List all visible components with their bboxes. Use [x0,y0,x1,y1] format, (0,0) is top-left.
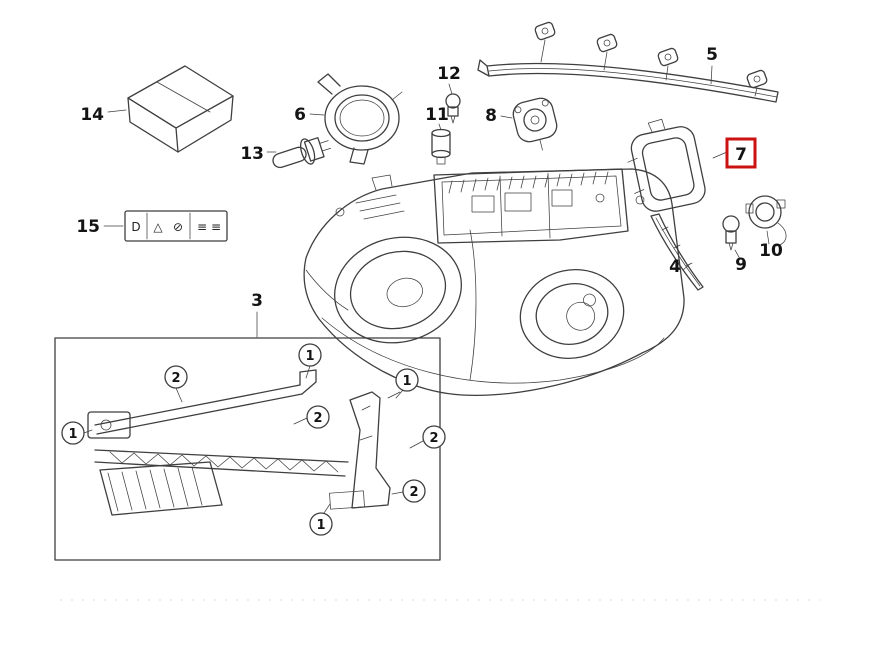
callout-2: 2 [391,479,426,503]
leader-10 [766,230,770,245]
part-4-trim-strip [650,213,704,291]
callout-1: 1 [309,503,333,536]
part-label-10: 10 [759,241,783,261]
leader-7 [712,151,728,159]
leader-12 [448,83,453,95]
leader-5 [710,65,713,85]
callout-1: 1 [298,343,322,379]
part-15-safety-label: D △ ⊘ ≡ ≡ [103,210,228,242]
part-14-package [107,65,234,153]
part-13-bulb [272,137,332,169]
projector-lens-large [333,236,463,344]
callout-number: 2 [313,411,322,426]
part-11-socket-sleeve [431,123,451,165]
callout-number: 2 [171,371,180,386]
strip-tab [534,21,556,63]
part-label-15: 15 [76,217,100,237]
part-label-11: 11 [425,105,449,125]
callout-number: 1 [316,518,325,533]
part-6-ring [317,73,403,165]
callout-1: 1 [61,421,93,445]
prohibition-icon: ⊘ [173,220,183,234]
callout-2: 2 [293,405,330,429]
highlight-7: 7 [712,137,757,169]
strip-tab [746,69,768,97]
callout-number: 1 [305,349,314,364]
label-symbol-d: D [131,220,140,234]
part-label-9: 9 [735,255,747,275]
part-label-12: 12 [437,64,461,84]
leader-9 [734,249,741,260]
part-8-adjuster [512,97,558,151]
callout-1: 1 [395,368,419,399]
part-9-bulb [722,215,741,260]
callout-2: 2 [409,425,446,449]
leader-8 [500,115,513,119]
warning-triangle-icon: △ [153,220,163,234]
part-12-bulb [445,83,461,124]
strip-tab [596,33,618,71]
part-label-3: 3 [251,291,263,311]
leader-14 [107,109,127,113]
leader-4 [682,263,691,271]
part-7-frame [627,118,706,212]
part-label-14: 14 [80,105,104,125]
text-lines-icon: ≡ [197,220,207,234]
bracket-drawing [87,369,401,516]
part-10-socket [745,195,787,247]
callout-number: 2 [409,485,418,500]
text-lines-icon: ≡ [211,220,221,234]
part-label-5: 5 [706,45,718,65]
part-label-4: 4 [669,257,681,277]
callout-number: 1 [68,427,77,442]
callout-2: 2 [164,365,188,403]
part-label-7: 7 [735,145,747,165]
headlight-assembly [303,168,685,396]
strip-tab [657,47,679,81]
projector-lens-small [519,268,625,360]
callout-number: 2 [429,431,438,446]
part-label-13: 13 [240,144,264,164]
highlight-box-7 [725,137,757,169]
part-5-gasket-strip [477,21,779,103]
callout-number: 1 [402,374,411,389]
part-label-8: 8 [485,106,497,126]
part-label-6: 6 [294,105,306,125]
part-3-bracket-box: 1 2 1 2 1 2 2 [54,337,446,561]
leader-6 [309,113,325,116]
